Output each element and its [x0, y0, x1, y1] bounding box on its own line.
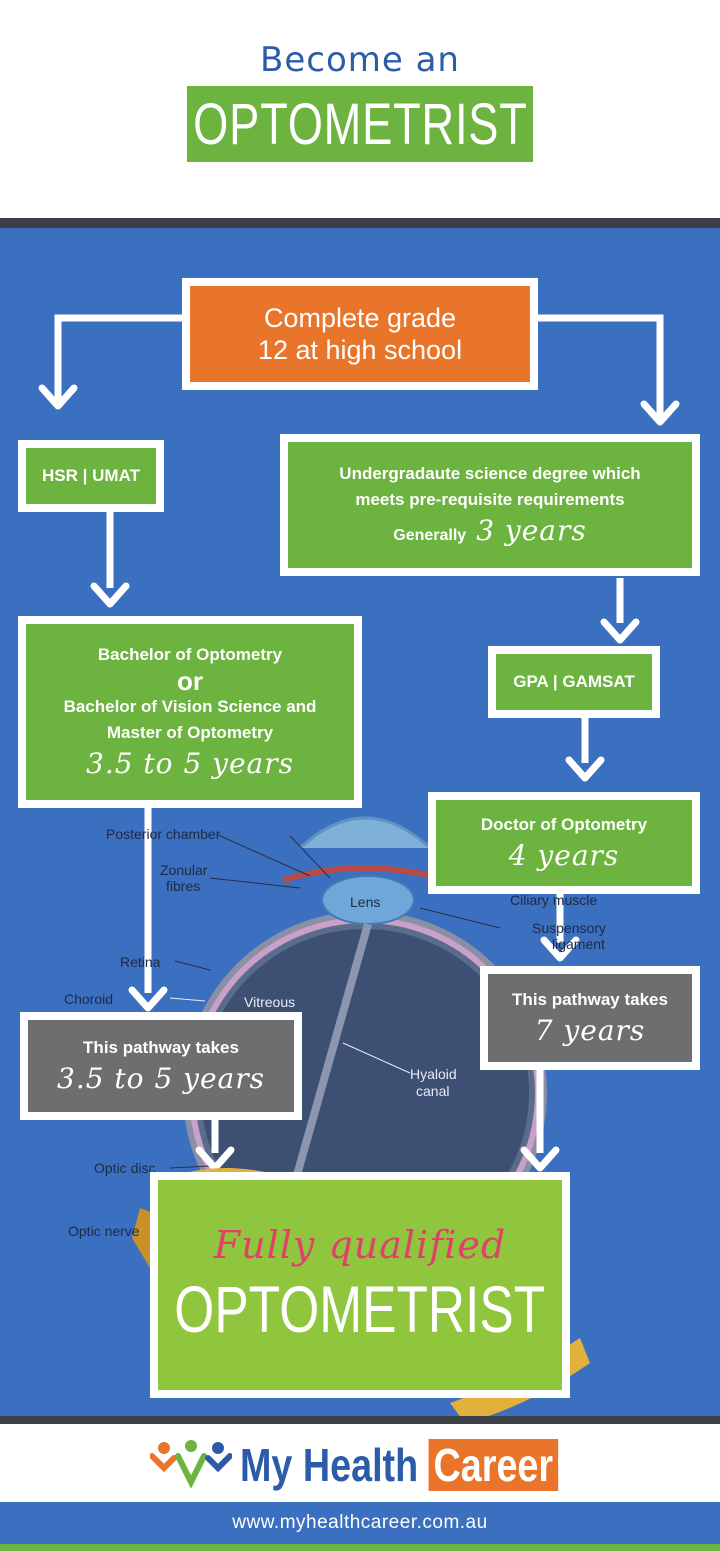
- undergrad-duration: 3 years: [476, 514, 587, 547]
- bottom-divider: [0, 1416, 720, 1424]
- bachelor-or: or: [177, 666, 203, 696]
- gpa-gamsat-label: GPA | GAMSAT: [513, 672, 635, 691]
- hsr-umat-box: HSR | UMAT: [18, 440, 164, 512]
- eye-label-ligament: ligament: [552, 936, 605, 952]
- eye-label-lens: Lens: [350, 894, 381, 910]
- left-pathway-label: This pathway takes: [83, 1038, 239, 1057]
- eye-label-fibres: fibres: [166, 878, 201, 894]
- eye-label-posterior-chamber: Posterior chamber: [106, 826, 221, 842]
- eye-label-retina: Retina: [120, 954, 161, 970]
- flow-arrowheads: [38, 384, 680, 1172]
- eye-label-hyaloid: Hyaloid: [410, 1066, 457, 1082]
- doctor-box: Doctor of Optometry 4 years: [428, 792, 700, 894]
- final-box: Fully qualified OPTOMETRIST: [150, 1172, 570, 1398]
- eye-label-optic-disc: Optic disc: [94, 1160, 156, 1176]
- doctor-label: Doctor of Optometry: [480, 815, 648, 834]
- bachelor-line-3: Master of Optometry: [106, 723, 274, 742]
- eye-label-ciliary-muscle: Ciliary muscle: [510, 892, 598, 908]
- people-logo-icon: [150, 1440, 232, 1489]
- eye-label-canal: canal: [416, 1083, 450, 1099]
- become-an-text: Become an: [260, 40, 460, 80]
- final-title: OPTOMETRIST: [174, 1272, 546, 1346]
- title-banner: OPTOMETRIST: [187, 86, 533, 162]
- right-pathway-label: This pathway takes: [512, 990, 668, 1009]
- undergrad-degree-box: Undergradaute science degree which meets…: [280, 434, 700, 576]
- logo-area: [0, 1424, 720, 1502]
- bottom-strip: [0, 1544, 720, 1551]
- bachelor-duration: 3.5 to 5 years: [86, 747, 294, 780]
- eye-label-vitreous: Vitreous: [244, 994, 296, 1010]
- brand-my-health: My Health: [240, 1439, 419, 1491]
- top-divider: [0, 218, 720, 228]
- website-url-text[interactable]: www.myhealthcareer.com.au: [232, 1512, 488, 1533]
- eye-label-choroid: Choroid: [64, 991, 114, 1007]
- undergrad-line-1: Undergradaute science degree which: [339, 464, 641, 483]
- right-pathway-box: This pathway takes 7 years: [480, 966, 700, 1070]
- brand-logo: My Health Career: [240, 1438, 559, 1492]
- website-url[interactable]: www.myhealthcareer.com.au: [0, 1502, 720, 1544]
- undergrad-line-2: meets pre-requisite requirements: [355, 490, 625, 509]
- doctor-duration: 4 years: [508, 839, 620, 872]
- page-title: OPTOMETRIST: [192, 91, 528, 157]
- start-line-2: 12 at high school: [257, 335, 463, 365]
- brand-career: Career: [428, 1439, 559, 1491]
- gpa-gamsat-box: GPA | GAMSAT: [488, 646, 660, 718]
- flow-connectors: [54, 314, 664, 1153]
- bachelor-line-2: Bachelor of Vision Science and: [63, 697, 317, 716]
- start-box: Complete grade 12 at high school: [182, 278, 538, 390]
- bachelor-line-1: Bachelor of Optometry: [97, 645, 283, 664]
- eye-label-zonular: Zonular: [160, 862, 208, 878]
- final-script: Fully qualified: [213, 1223, 507, 1267]
- eye-label-suspensory: Suspensory: [532, 920, 606, 936]
- undergrad-duration-row: Generally 3 years: [393, 513, 587, 549]
- hsr-umat-label: HSR | UMAT: [42, 466, 140, 485]
- undergrad-generally: Generally: [393, 527, 467, 544]
- left-pathway-box: This pathway takes 3.5 to 5 years: [20, 1012, 302, 1120]
- start-line-1: Complete grade: [263, 303, 457, 333]
- eye-label-optic-nerve: Optic nerve: [68, 1223, 140, 1239]
- bachelor-box: Bachelor of Optometry or Bachelor of Vis…: [18, 616, 362, 808]
- left-pathway-duration: 3.5 to 5 years: [57, 1062, 265, 1095]
- right-pathway-duration: 7 years: [534, 1014, 646, 1047]
